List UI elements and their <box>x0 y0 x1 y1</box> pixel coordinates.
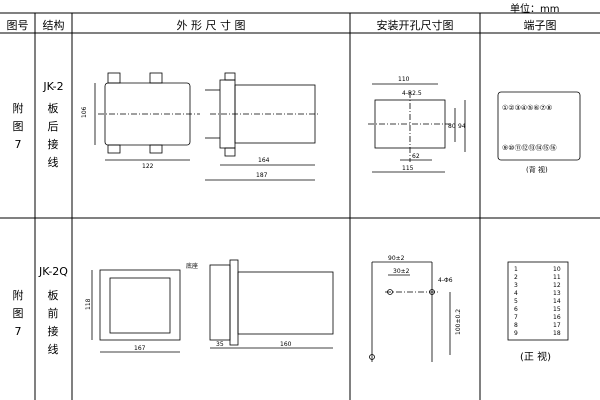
svg-text:9: 9 <box>514 330 518 337</box>
dim-r1-total: 187 <box>256 172 268 179</box>
row2-outline-front <box>91 269 181 353</box>
r2-terminal-left: 1 2 3 4 5 6 7 8 9 <box>514 266 518 337</box>
r1-terminal-caption: (背 视) <box>526 165 548 174</box>
row1-model: JK-2 <box>43 80 64 93</box>
row2-structure: 板前接线 <box>47 289 59 356</box>
dim-r1-cut-top: 110 <box>398 76 410 83</box>
svg-text:1: 1 <box>514 266 518 273</box>
dim-r1-cut-h-inner: 80 <box>448 123 456 130</box>
row1-structure: 板后接线 <box>47 102 59 169</box>
header-structure: 结构 <box>42 19 65 32</box>
row2-cutout <box>369 261 451 362</box>
header-fig-no: 图号 <box>6 19 29 32</box>
svg-text:8: 8 <box>514 322 518 329</box>
r2-terminal-caption: (正 视) <box>520 350 551 363</box>
r2-terminal-right: 10 11 12 13 14 15 16 17 18 <box>553 266 561 337</box>
dim-r2-width: 167 <box>134 345 146 352</box>
unit-label: 单位：mm <box>510 4 560 15</box>
svg-text:2: 2 <box>514 274 518 281</box>
svg-text:3: 3 <box>514 282 518 289</box>
dim-r1-height: 106 <box>81 106 88 118</box>
row1-terminal-board <box>497 91 581 161</box>
svg-text:16: 16 <box>553 314 561 321</box>
r1-terminal-bottom: ⑨⑩⑪⑫⑬⑭⑮⑯ <box>502 144 557 152</box>
dim-r1-cut-h-outer: 94 <box>458 123 466 130</box>
svg-text:4: 4 <box>514 290 518 297</box>
dim-r1-cut-bottom: 115 <box>402 165 414 172</box>
svg-text:14: 14 <box>553 298 561 305</box>
dim-r2-bracket: 底座 <box>186 262 198 270</box>
svg-text:10: 10 <box>553 266 561 273</box>
svg-text:12: 12 <box>553 282 561 289</box>
dim-r2-depth: 160 <box>280 341 292 348</box>
dim-r1-depth: 164 <box>258 157 270 164</box>
row2-terminal-board <box>507 261 569 341</box>
svg-text:17: 17 <box>553 322 561 329</box>
dim-r2-height: 118 <box>85 298 92 310</box>
svg-text:18: 18 <box>553 330 561 337</box>
r1-terminal-top: ①②③④⑤⑥⑦⑧ <box>502 104 552 112</box>
header-terminal: 端子图 <box>523 19 557 32</box>
dim-r2-plate: 35 <box>216 341 224 348</box>
row2-model: JK-2Q <box>39 265 68 278</box>
row1-outline-side <box>205 72 320 181</box>
dim-r2-cut-holes: 4-Φ6 <box>438 277 453 284</box>
row1-outline-front <box>94 72 200 161</box>
svg-text:6: 6 <box>514 306 518 313</box>
svg-text:7: 7 <box>514 314 518 321</box>
dim-r1-width: 122 <box>142 163 154 170</box>
svg-text:11: 11 <box>553 274 561 281</box>
row2-outline-side <box>209 259 334 349</box>
dim-r2-cut-vertical: 100±0.2 <box>455 309 462 335</box>
dim-r1-cut-holes: 4-R2.5 <box>402 90 422 97</box>
dim-r2-cut-top: 90±2 <box>388 255 405 262</box>
header-outline: 外 形 尺 寸 图 <box>176 19 246 32</box>
svg-text:5: 5 <box>514 298 518 305</box>
svg-text:13: 13 <box>553 290 561 297</box>
dim-r2-cut-mid: 30±2 <box>393 268 410 275</box>
dim-r1-cut-inner: 62 <box>412 153 420 160</box>
row1-cutout <box>368 83 466 173</box>
header-cutout: 安装开孔尺寸图 <box>376 19 454 32</box>
svg-text:15: 15 <box>553 306 561 313</box>
